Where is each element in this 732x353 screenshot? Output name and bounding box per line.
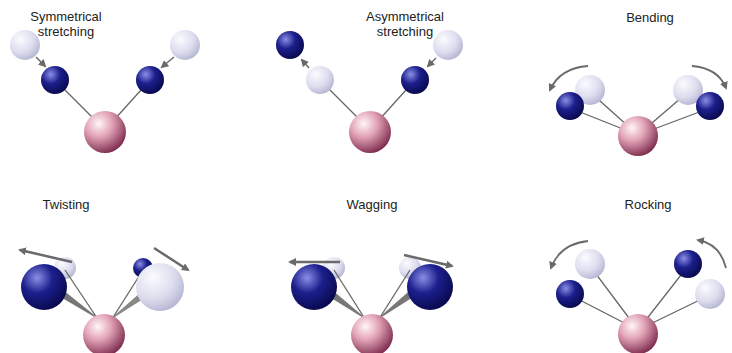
rocking-figure <box>551 240 726 353</box>
wagging-figure <box>290 255 453 353</box>
mode-title: Wagging <box>312 197 432 212</box>
mode-title: Symmetrical stretching <box>11 9 121 39</box>
bending-figure <box>550 66 726 156</box>
asymmetric-stretch-figure <box>276 30 463 153</box>
mode-title: Bending <box>580 10 720 25</box>
twisting-figure <box>20 248 188 353</box>
symmetric-stretch-figure <box>10 30 200 153</box>
mode-title: Asymmetrical stretching <box>345 9 465 39</box>
mode-title: Rocking <box>588 197 708 212</box>
mode-title: Twisting <box>6 197 126 212</box>
